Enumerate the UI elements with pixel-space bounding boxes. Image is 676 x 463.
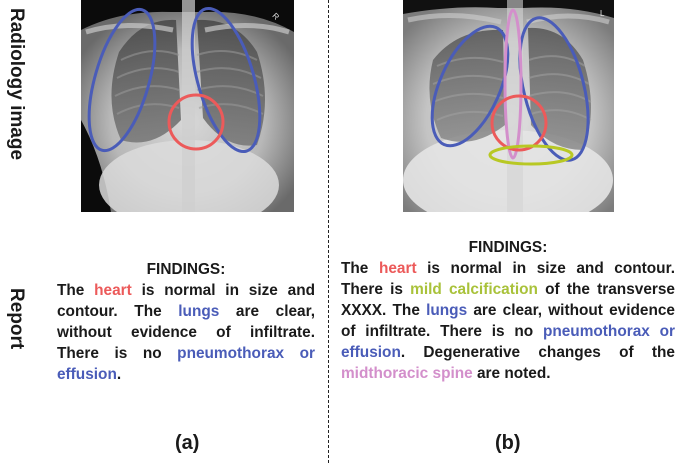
highlight-lungs: lungs <box>178 303 220 320</box>
highlight-lungs: pneumothorax or effusion <box>341 323 675 361</box>
highlight-lungs: lungs <box>426 302 468 319</box>
highlight-spine: midthoracic spine <box>341 365 473 382</box>
highlight-lungs: pneumothorax or effusion <box>57 345 315 383</box>
report-text: are noted. <box>472 365 551 382</box>
report-text: are clear, without evidence of infiltrat… <box>57 303 316 362</box>
report-a-title: FINDINGS: <box>146 261 226 278</box>
highlight-heart: heart <box>94 282 132 299</box>
report-b-title: FINDINGS: <box>468 239 548 256</box>
report-a-body: The heart is normal in size and contour.… <box>57 282 315 383</box>
report-text: . Degenerative changes of the <box>400 344 675 361</box>
highlight-heart: heart <box>378 260 417 277</box>
caption-b: (b) <box>495 432 521 454</box>
xray-b-graphic: L <box>403 0 614 212</box>
report-text: The <box>341 260 379 277</box>
annotation-left-lung-a <box>87 7 157 153</box>
annotation-spine-b <box>503 8 523 160</box>
annotation-left-lung-b <box>430 24 510 148</box>
annotation-heart-a <box>167 93 225 151</box>
caption-a: (a) <box>175 432 200 454</box>
xray-image-a: R <box>81 0 294 212</box>
report-b: FINDINGS: The heart is normal in size an… <box>341 237 675 384</box>
report-text: of the transverse XXXX. The <box>341 281 675 319</box>
annotation-right-lung-a <box>190 6 262 154</box>
report-text: are clear, without evidence of infiltrat… <box>341 302 675 340</box>
panel-divider <box>328 0 329 463</box>
report-text: is normal in size and contour. There is <box>341 260 675 298</box>
report-text: is normal in size and contour. The <box>57 282 315 320</box>
highlight-calcification: mild calcification <box>410 281 538 298</box>
svg-text:L: L <box>600 9 605 18</box>
report-a: FINDINGS: The heart is normal in size an… <box>57 259 315 385</box>
row-label-radiology-image: Radiology image <box>6 8 27 161</box>
annotation-heart-b <box>490 94 548 152</box>
svg-text:R: R <box>270 11 281 22</box>
report-text: The <box>57 282 95 299</box>
row-label-report: Report <box>6 288 27 350</box>
report-text: . <box>116 366 122 383</box>
report-b-body: The heart is normal in size and contour.… <box>341 260 675 382</box>
xray-image-b: L <box>403 0 614 212</box>
annotation-calcification-b <box>488 144 574 166</box>
xray-a-graphic: R <box>81 0 294 212</box>
